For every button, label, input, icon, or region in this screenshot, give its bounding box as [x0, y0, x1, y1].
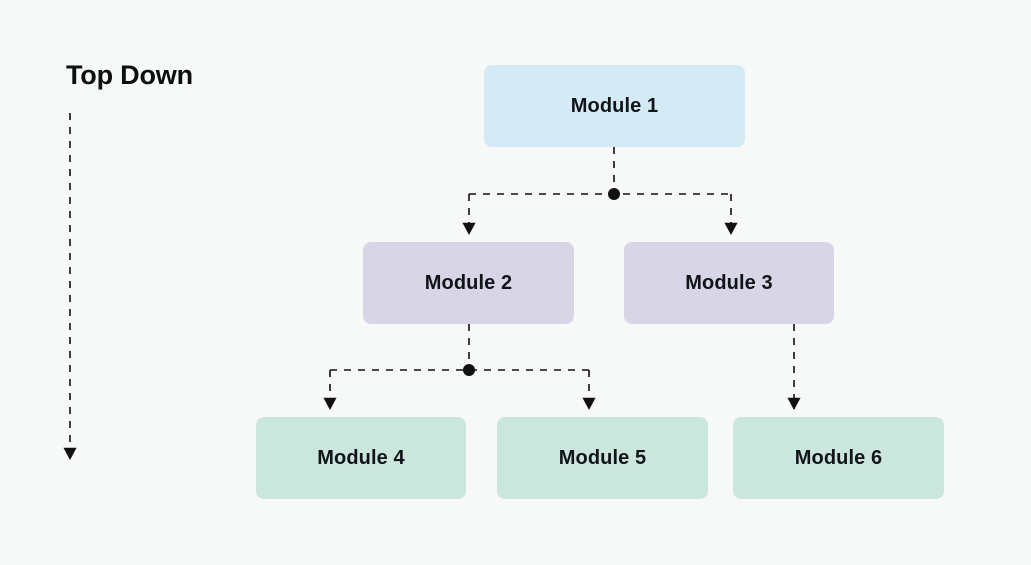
node-module-4[interactable]: Module 4 — [256, 417, 466, 499]
node-label-module-2: Module 2 — [424, 272, 513, 294]
node-module-3[interactable]: Module 3 — [624, 242, 834, 324]
page-title: Top Down — [66, 60, 193, 90]
junction-dot-level-2 — [463, 364, 475, 376]
junction-dot-level-1 — [608, 188, 620, 200]
node-module-1[interactable]: Module 1 — [484, 65, 745, 147]
node-label-module-6: Module 6 — [794, 447, 883, 469]
node-label-module-5: Module 5 — [558, 447, 647, 469]
node-module-6[interactable]: Module 6 — [733, 417, 944, 499]
node-label-module-1: Module 1 — [570, 95, 659, 117]
node-label-module-4: Module 4 — [317, 447, 405, 469]
node-module-2[interactable]: Module 2 — [363, 242, 574, 324]
node-module-5[interactable]: Module 5 — [497, 417, 708, 499]
node-label-module-3: Module 3 — [685, 272, 773, 294]
